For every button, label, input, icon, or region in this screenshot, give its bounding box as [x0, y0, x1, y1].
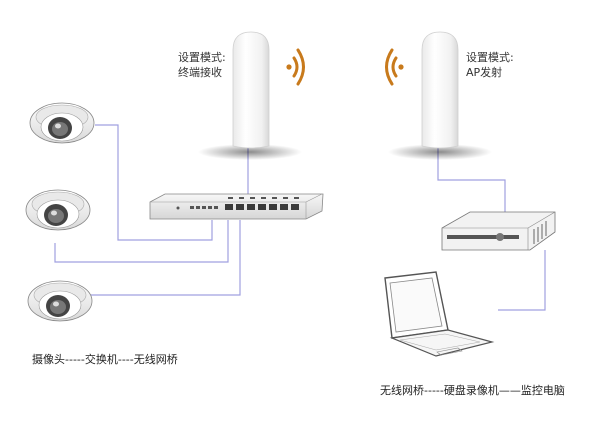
bridge-shadow [198, 144, 302, 160]
cable-bridge-right-dvr [437, 148, 506, 212]
laptop-keyboard [389, 329, 495, 357]
bridge-left-label-line2: 终端接收 [178, 66, 222, 79]
switch-top-ports [228, 197, 299, 199]
caption-left: 摄像头-----交换机----无线网桥 [32, 353, 178, 366]
bridge-right-label-line2: AP发射 [466, 66, 503, 79]
switch-ports [225, 204, 299, 210]
wireless-bridge-right [388, 31, 492, 160]
dvr-front-panel [447, 235, 519, 239]
wifi-signal-icon [385, 48, 404, 86]
dome-camera-icon [25, 189, 91, 231]
laptop-trackpad [436, 347, 463, 356]
dvr-knob [496, 233, 504, 241]
caption-right: 无线网桥-----硬盘录像机——监控电脑 [380, 384, 565, 397]
dome-camera-3 [27, 280, 93, 322]
bridge-shadow [388, 144, 492, 160]
wireless-bridge-icon [421, 31, 459, 149]
cable-camera3-switch [90, 220, 241, 296]
bridge-right-label-line1: 设置模式: [466, 51, 514, 64]
bridge-left-label-line1: 设置模式: [178, 51, 226, 64]
dvr-vents [533, 221, 547, 244]
dome-camera-1 [29, 102, 95, 144]
bridge-right-mode-label: 设置模式: AP发射 [466, 50, 514, 80]
wifi-signal-icon [286, 48, 305, 86]
dome-camera-icon [29, 102, 95, 144]
cables [54, 124, 546, 311]
wireless-bridge-left [198, 31, 302, 160]
wireless-bridge-icon [232, 31, 270, 149]
laptop [384, 271, 495, 357]
dome-camera-icon [27, 280, 93, 322]
dome-camera-2 [25, 189, 91, 231]
network-switch [149, 193, 324, 220]
cable-camera2-switch [54, 220, 229, 263]
cable-dvr-laptop [498, 250, 546, 311]
dvr [441, 211, 556, 251]
cable-camera1-switch [95, 124, 213, 241]
dvr-icon [441, 211, 556, 251]
switch-leds [176, 206, 218, 210]
bridge-left-mode-label: 设置模式: 终端接收 [178, 50, 226, 80]
